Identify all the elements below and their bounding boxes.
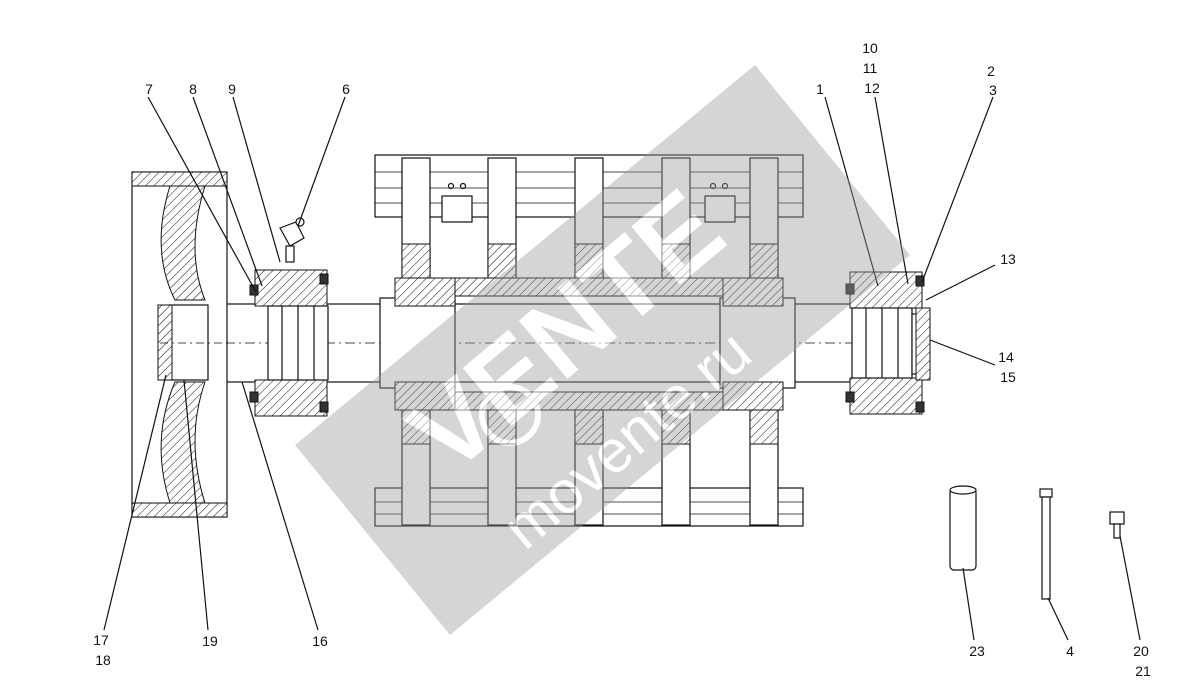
callout-2-3: 2 3 (987, 63, 999, 98)
callout-20-21: 20 21 (1133, 643, 1152, 679)
right-bearing-housing (845, 271, 931, 415)
callout-14-15: 14 15 (998, 349, 1017, 385)
rotor-assembly (374, 154, 804, 527)
callout-8: 8 (189, 81, 197, 97)
watermark-band (295, 65, 910, 635)
grease-fitting-6 (279, 217, 305, 263)
callout-7: 7 (145, 81, 153, 97)
sleeve-23 (949, 485, 977, 571)
callout-17-18: 17 18 (93, 632, 112, 668)
left-bearing-housing (249, 269, 329, 417)
callout-1: 1 (816, 81, 824, 97)
callout-9: 9 (228, 81, 236, 97)
callout-13: 13 (1000, 251, 1016, 267)
watermark-logo-ring (479, 384, 541, 446)
callout-10-11-12: 10 11 12 (862, 40, 881, 96)
bolt-4 (1039, 488, 1053, 600)
callout-6: 6 (342, 81, 350, 97)
leader-lines (103, 96, 1141, 641)
callout-labels: 1 2 3 4 6 7 8 9 10 11 12 13 14 15 16 17 … (93, 40, 1152, 679)
callout-19: 19 (202, 633, 218, 649)
drive-pulley (131, 171, 230, 518)
callout-23: 23 (969, 643, 985, 659)
nipple-20 (1109, 511, 1125, 539)
callout-4: 4 (1066, 643, 1074, 659)
callout-16: 16 (312, 633, 328, 649)
main-shaft (224, 297, 906, 389)
